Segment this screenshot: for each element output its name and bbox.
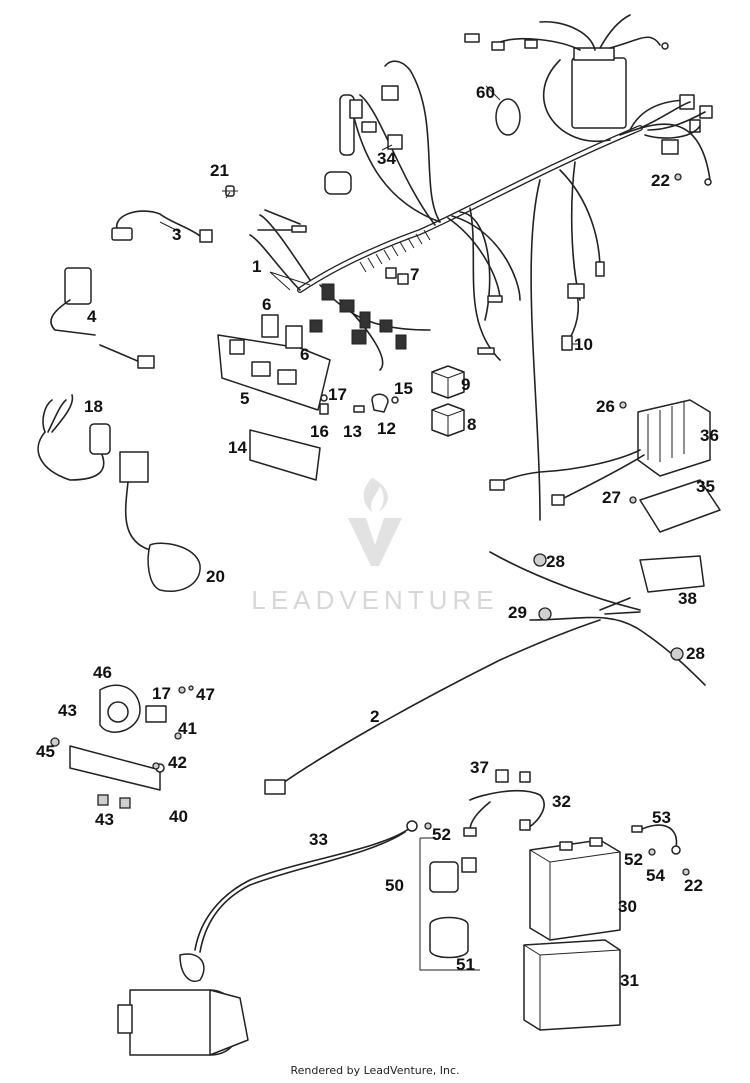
part-34: [387, 134, 403, 150]
part-46-horn: [99, 684, 167, 733]
callout-10: 10: [574, 335, 593, 354]
part-9-relay: [431, 365, 465, 399]
part-28-29-subharness: [489, 551, 706, 686]
part-60-tie: [495, 98, 521, 136]
part-35-bracket: [639, 479, 721, 533]
callout-60: 60: [476, 83, 495, 102]
callout-53: 53: [652, 808, 671, 827]
callout-38: 38: [678, 589, 697, 608]
callout-42: 42: [168, 753, 187, 772]
small-hardware-41-47: [50, 685, 194, 809]
callout-52b: 52: [624, 850, 643, 869]
callout-27: 27: [602, 488, 621, 507]
part-40-bracket: [69, 745, 165, 791]
callout-26: 26: [596, 397, 615, 416]
callout-6b: 6: [300, 345, 309, 364]
callout-45: 45: [36, 742, 55, 761]
callout-28a: 28: [546, 552, 565, 571]
callout-51: 51: [456, 955, 475, 974]
part-18-switch: [37, 394, 111, 481]
callout-28b: 28: [686, 644, 705, 663]
part-36-regulator: [489, 399, 711, 506]
callout-9: 9: [461, 375, 470, 394]
callout-7: 7: [410, 265, 419, 284]
part-31-battery-box: [523, 939, 621, 1031]
callout-41: 41: [178, 719, 197, 738]
callout-15: 15: [394, 379, 413, 398]
part-4-pickup: [50, 267, 155, 369]
callout-32: 32: [552, 792, 571, 811]
callout-43a: 43: [58, 701, 77, 720]
leader-lines: [159, 85, 580, 345]
callout-17b: 17: [152, 684, 171, 703]
callout-31: 31: [620, 971, 639, 990]
callout-5: 5: [240, 389, 249, 408]
part-27-screw: [629, 496, 637, 504]
part-53-lead: [631, 824, 690, 876]
callout-21: 21: [210, 161, 229, 180]
callout-40: 40: [169, 807, 188, 826]
part-32-lead: [463, 769, 545, 837]
callout-6a: 6: [262, 295, 271, 314]
part-3-sensor: [111, 210, 213, 243]
callout-2: 2: [370, 707, 379, 726]
callout-20: 20: [206, 567, 225, 586]
callout-30: 30: [618, 897, 637, 916]
part-8-relay: [431, 403, 465, 437]
callout-50: 50: [385, 876, 404, 895]
callout-17a: 17: [328, 385, 347, 404]
part-14-bracket: [249, 429, 321, 481]
callout-52a: 52: [432, 825, 451, 844]
callout-22b: 22: [684, 876, 703, 895]
part-starter-motor: [117, 989, 249, 1056]
callout-47: 47: [196, 685, 215, 704]
callout-4: 4: [87, 307, 97, 326]
callout-46: 46: [93, 663, 112, 682]
part-20-switch: [119, 451, 201, 592]
callout-18: 18: [84, 397, 103, 416]
callout-16: 16: [310, 422, 329, 441]
callout-8: 8: [467, 415, 476, 434]
callout-22a: 22: [651, 171, 670, 190]
callout-36: 36: [700, 426, 719, 445]
part-33-starter-cable: [179, 820, 418, 982]
callout-labels: 1 2 3 4 5 6 6 7 8 9 10 12 13 14 15 16 17…: [36, 83, 719, 990]
part-5-plate: [217, 314, 331, 411]
part-7: [385, 267, 409, 285]
part-52-nut: [424, 822, 432, 830]
callout-12: 12: [377, 419, 396, 438]
callout-14: 14: [228, 438, 247, 457]
footer-credit: Rendered by LeadVenture, Inc.: [290, 1064, 460, 1077]
part-26-nut: [619, 401, 627, 409]
callout-13: 13: [343, 422, 362, 441]
callout-1: 1: [252, 257, 261, 276]
watermark-text: LEADVENTURE: [251, 585, 498, 615]
callout-54: 54: [646, 866, 665, 885]
callout-34: 34: [377, 149, 396, 168]
watermark-logo: [348, 478, 402, 566]
part-30-battery: [529, 837, 621, 941]
callout-29: 29: [508, 603, 527, 622]
callout-35: 35: [696, 477, 715, 496]
small-hardware-12-17: [319, 393, 399, 415]
callout-43b: 43: [95, 810, 114, 829]
callout-3: 3: [172, 225, 181, 244]
callout-33: 33: [309, 830, 328, 849]
callout-37: 37: [470, 758, 489, 777]
part-50-51-box: [419, 837, 480, 971]
part-22-screw-top: [674, 173, 682, 181]
part-2-wire: [264, 619, 601, 795]
part-21-bulb: [222, 185, 238, 197]
part-38-pad: [639, 555, 705, 593]
